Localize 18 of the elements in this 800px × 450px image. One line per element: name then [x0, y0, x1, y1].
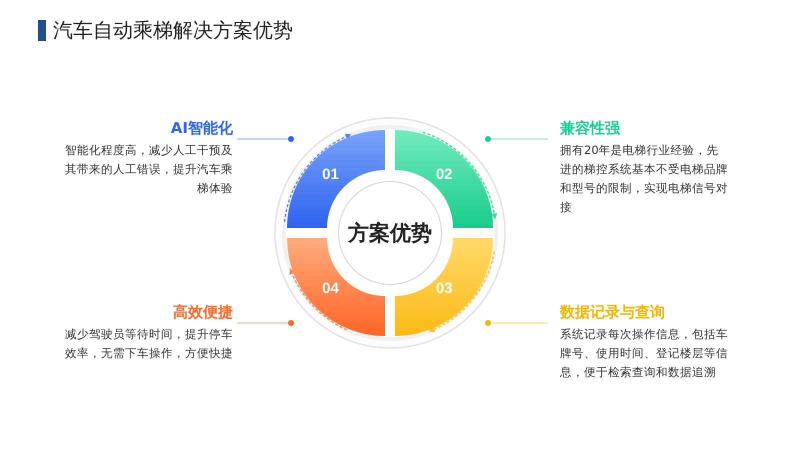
- step-number: 01: [322, 166, 339, 184]
- feature-heading: AI智能化: [170, 118, 233, 138]
- feature-description: 拥有20年是电梯行业经验，先进的梯控系统基本不受电梯品牌和型号的限制，实现电梯信号对接: [560, 142, 729, 216]
- step-number: 04: [322, 280, 339, 297]
- feature-heading: 数据记录与查询: [560, 302, 666, 322]
- step-number: 03: [436, 280, 453, 297]
- feature-heading: 高效便捷: [172, 302, 233, 322]
- leader-line: [485, 136, 548, 142]
- feature-description: 系统记录每次操作信息，包括车牌号、使用时间、登记楼层等信息，便于检索查询和数据追溯: [560, 326, 729, 381]
- center-label: 方案优势: [348, 220, 432, 247]
- leader-line: [237, 136, 294, 142]
- feature-description: 智能化程度高，减少人工干预及其带来的人工错误，提升汽车乘梯体验: [64, 142, 233, 197]
- leader-line: [485, 320, 548, 326]
- title: 汽车自动乘梯解决方案优势: [53, 17, 293, 44]
- feature-heading: 兼容性强: [560, 118, 622, 138]
- leader-line: [237, 320, 294, 326]
- feature-description: 减少驾驶员等待时间，提升停车效率，无需下车操作，方便快捷: [64, 326, 233, 362]
- step-number: 02: [436, 166, 453, 184]
